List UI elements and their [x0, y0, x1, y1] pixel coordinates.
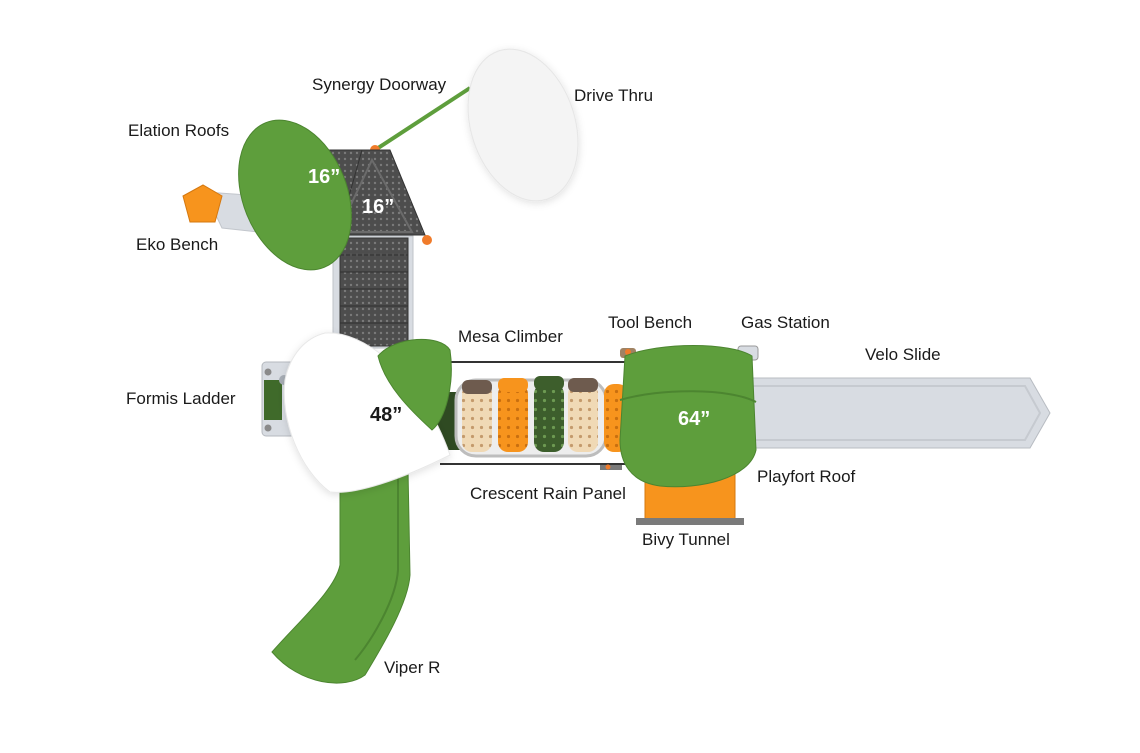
upper-right-deck-height: 16” — [362, 196, 395, 218]
label-playfort-roof: Playfort Roof — [757, 467, 856, 486]
viper-r-slide — [271, 469, 411, 684]
label-mesa-climber: Mesa Climber — [458, 327, 563, 346]
elation-roof — [238, 119, 352, 271]
left-deck-green-roof — [377, 338, 452, 431]
label-drive-thru: Drive Thru — [574, 86, 654, 105]
label-tool-bench: Tool Bench — [608, 313, 693, 332]
label-bivy-tunnel: Bivy Tunnel — [642, 530, 730, 549]
right-deck-height: 64” — [678, 408, 711, 430]
label-viper-r: Viper R — [384, 658, 441, 677]
upper-left-deck-height: 16” — [308, 166, 341, 188]
label-synergy-doorway: Synergy Doorway — [312, 75, 447, 94]
label-gas-station: Gas Station — [741, 313, 830, 332]
label-eko-bench: Eko Bench — [136, 235, 219, 254]
mesa-climber-bridge — [430, 361, 628, 465]
label-crescent-rain-panel: Crescent Rain Panel — [470, 484, 626, 503]
playfort-roof — [619, 345, 757, 488]
stair-deck — [332, 235, 414, 349]
label-velo-slide: Velo Slide — [865, 345, 941, 364]
drive-thru-roof — [467, 48, 579, 202]
label-formis-ladder: Formis Ladder — [126, 389, 236, 408]
upper-decks — [307, 149, 432, 245]
velo-slide — [739, 377, 1051, 449]
label-elation-roofs: Elation Roofs — [128, 121, 230, 140]
left-deck-height: 48” — [370, 404, 403, 426]
synergy-doorway-component — [370, 86, 472, 155]
